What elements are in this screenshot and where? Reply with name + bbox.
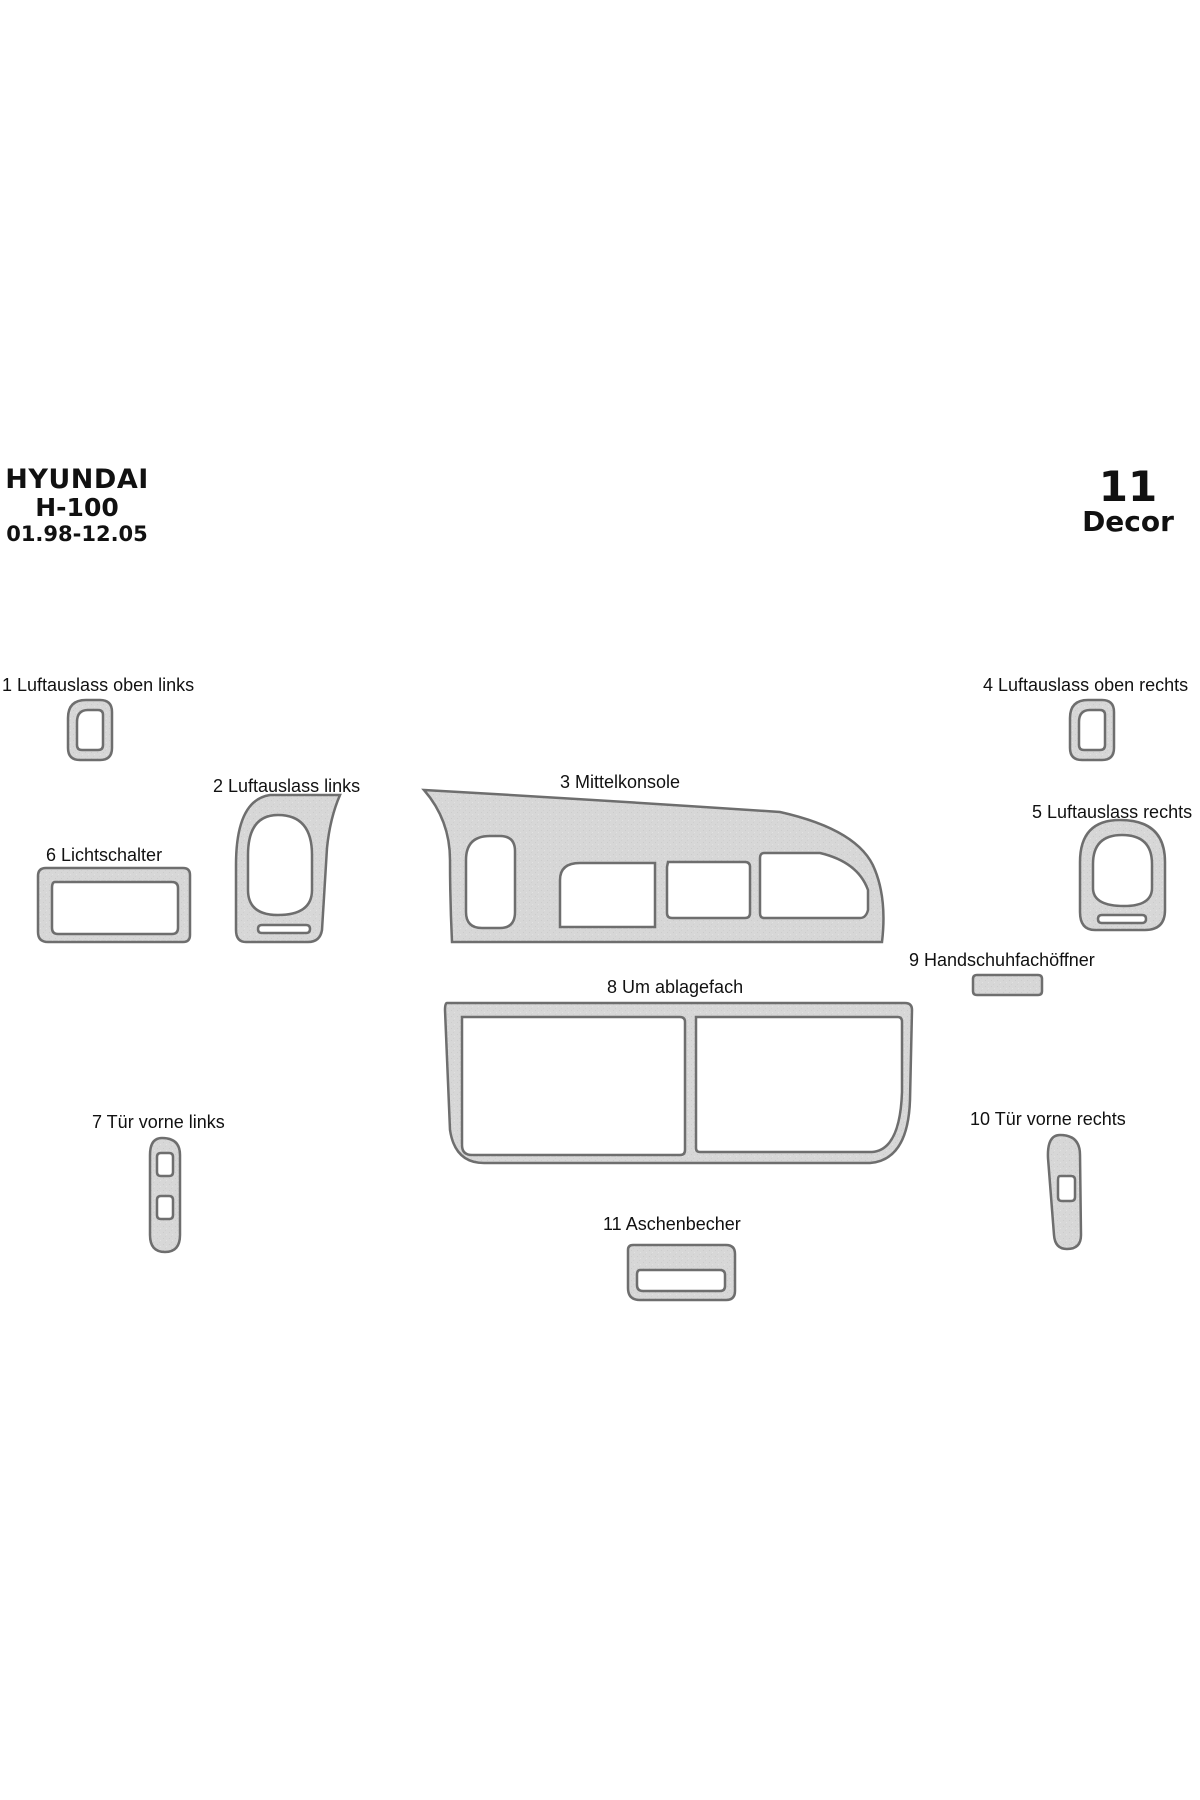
- part-4-air-vent-upper-right: [1068, 698, 1116, 762]
- part-5-air-vent-right: [1078, 818, 1167, 932]
- part-8-storage-compartment-surround: [443, 1001, 914, 1165]
- part-label-2: 2 Luftauslass links: [213, 776, 361, 796]
- part-7-front-door-left: [148, 1136, 182, 1254]
- part-3-center-console: [421, 788, 885, 944]
- part-9-glovebox-opener: [971, 973, 1044, 997]
- kit-label: Decor: [1082, 505, 1174, 538]
- part-label-4: 4 Luftauslass oben rechts: [983, 675, 1189, 695]
- part-10-front-door-right: [1046, 1133, 1083, 1251]
- part-label-6: 6 Lichtschalter: [46, 845, 163, 865]
- part-label-7: 7 Tür vorne links: [92, 1112, 225, 1132]
- part-label-10: 10 Tür vorne rechts: [970, 1109, 1126, 1129]
- part-11-ashtray: [626, 1243, 737, 1302]
- part-1-air-vent-upper-left: [66, 698, 114, 762]
- kit-info: 11 Decor: [1068, 466, 1188, 536]
- part-2-air-vent-left: [234, 793, 342, 944]
- part-label-9: 9 Handschuhfachöffner: [909, 950, 1095, 970]
- vehicle-model: H-100: [35, 493, 119, 522]
- vehicle-info: HYUNDAI H-100 01.98-12.05: [2, 466, 152, 545]
- vehicle-years: 01.98-12.05: [6, 522, 148, 546]
- kit-piece-count: 11: [1098, 462, 1158, 511]
- vehicle-brand: HYUNDAI: [5, 464, 149, 495]
- part-label-8: 8 Um ablagefach: [607, 977, 744, 997]
- part-6-light-switch: [36, 866, 192, 944]
- part-label-1: 1 Luftauslass oben links: [2, 675, 195, 695]
- part-label-11: 11 Aschenbecher: [603, 1214, 741, 1234]
- part-label-3: 3 Mittelkonsole: [560, 772, 681, 792]
- part-label-5: 5 Luftauslass rechts: [1032, 802, 1193, 822]
